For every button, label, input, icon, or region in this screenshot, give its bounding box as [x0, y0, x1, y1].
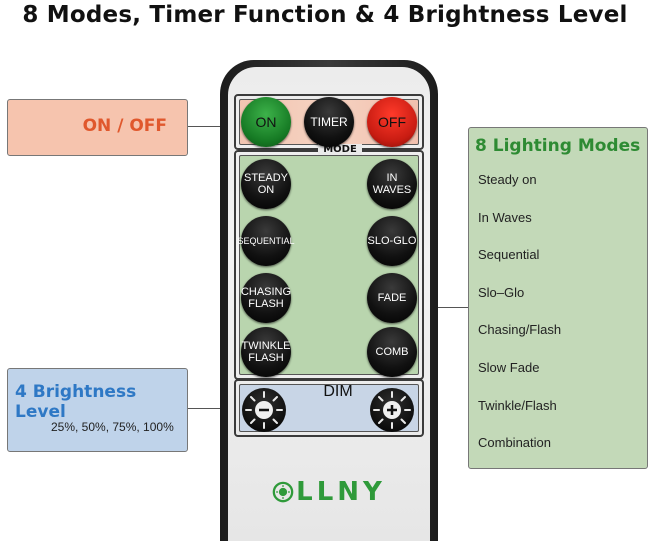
mode-label: MODE	[318, 144, 362, 155]
onoff-callout: ON / OFF	[7, 99, 188, 156]
comb-button[interactable]: COMB	[367, 327, 417, 377]
brand-name: LLNY	[296, 477, 386, 507]
brightness-callout: 4 Brightness Level 25%, 50%, 75%, 100%	[7, 368, 188, 452]
sun-plus-icon	[373, 391, 411, 429]
onoff-leader-line	[188, 126, 246, 127]
steady-on-button[interactable]: STEADY ON	[241, 159, 291, 209]
mode-item: Sequential	[478, 247, 540, 263]
headline: 8 Modes, Timer Function & 4 Brightness L…	[22, 2, 628, 28]
twinkle-flash-button[interactable]: TWINKLE FLASH	[241, 327, 291, 377]
slo-glo-button[interactable]: SLO-GLO	[367, 216, 417, 266]
brand-logo-text: LLNY	[228, 477, 430, 507]
timer-button[interactable]: TIMER	[304, 97, 354, 147]
remote-control: MODE DIM ON TIMER OFF STEADY ON IN WAVES…	[220, 60, 438, 541]
mode-item: Slo–Glo	[478, 284, 525, 300]
on-button[interactable]: ON	[241, 97, 291, 147]
dim-label: DIM	[323, 383, 353, 400]
modes-list: Steady on In Waves Sequential Slo–Glo Ch…	[478, 172, 561, 473]
dim-plus-button[interactable]	[370, 388, 414, 432]
mode-item: Steady on	[478, 172, 537, 187]
modes-callout: 8 Lighting Modes Steady on In Waves Sequ…	[468, 127, 648, 469]
modes-leader-line	[418, 307, 468, 308]
mode-item: Slow Fade	[478, 359, 540, 375]
mode-item: In Waves	[478, 209, 532, 225]
remote-face: MODE DIM ON TIMER OFF STEADY ON IN WAVES…	[228, 67, 430, 541]
off-button[interactable]: OFF	[367, 97, 417, 147]
sun-minus-icon	[245, 391, 283, 429]
modes-callout-title: 8 Lighting Modes	[475, 136, 641, 156]
mode-item: Twinkle/Flash	[478, 397, 557, 413]
chasing-flash-button[interactable]: CHASING FLASH	[241, 273, 291, 323]
dim-minus-button[interactable]	[242, 388, 286, 432]
brightness-leader-line	[188, 408, 246, 409]
mode-item: Combination	[478, 435, 551, 451]
brightness-callout-title: 4 Brightness Level	[15, 382, 137, 422]
brightness-levels: 25%, 50%, 75%, 100%	[51, 420, 174, 434]
sequential-button[interactable]: SEQUENTIAL	[238, 216, 295, 266]
mode-item: Chasing/Flash	[478, 322, 562, 338]
in-waves-button[interactable]: IN WAVES	[367, 159, 417, 209]
brand-sun-icon	[272, 481, 294, 503]
onoff-callout-label: ON / OFF	[82, 116, 167, 136]
fade-button[interactable]: FADE	[367, 273, 417, 323]
